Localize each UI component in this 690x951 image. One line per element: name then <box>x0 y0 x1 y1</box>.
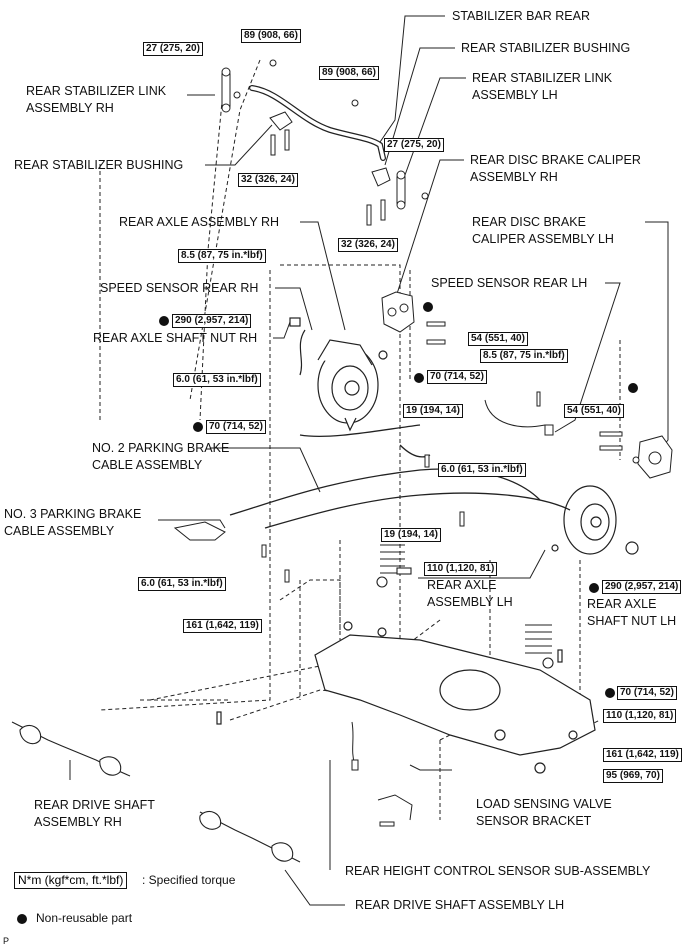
legend-torque-box: N*m (kgf*cm, ft.*lbf) <box>14 872 128 889</box>
corner-mark: P <box>3 936 10 946</box>
label-rear-axle-assembly-lh-line2: ASSEMBLY LH <box>427 595 513 609</box>
torque-callout: 6.0 (61, 53 in.*lbf) <box>438 463 526 477</box>
torque-callout: 54 (551, 40) <box>468 332 528 346</box>
non-reusable-marker <box>605 688 615 698</box>
torque-callout: 54 (551, 40) <box>564 404 624 418</box>
label-rear-stabilizer-bushing-left: REAR STABILIZER BUSHING <box>14 158 184 172</box>
legend-non-reusable-text: Non-reusable part <box>36 911 133 925</box>
label-rear-stabilizer-bushing: REAR STABILIZER BUSHING <box>461 41 631 55</box>
torque-callout: 27 (275, 20) <box>143 42 203 56</box>
label-load-sensing-valve-bracket-line2: SENSOR BRACKET <box>476 814 592 828</box>
label-rear-stabilizer-link-lh-line1: REAR STABILIZER LINK <box>472 71 613 85</box>
label-rear-axle-shaft-nut-lh-line1: REAR AXLE <box>587 597 657 611</box>
label-rear-height-control-sensor: REAR HEIGHT CONTROL SENSOR SUB-ASSEMBLY <box>345 864 651 878</box>
torque-callout: 6.0 (61, 53 in.*lbf) <box>138 577 226 591</box>
non-reusable-marker <box>589 583 599 593</box>
non-reusable-marker <box>193 422 203 432</box>
label-rear-axle-shaft-nut-lh-line2: SHAFT NUT LH <box>587 614 677 628</box>
torque-callout: 19 (194, 14) <box>381 528 441 542</box>
label-rear-axle-assembly-rh: REAR AXLE ASSEMBLY RH <box>119 215 280 229</box>
torque-callout: 89 (908, 66) <box>319 66 379 80</box>
non-reusable-marker <box>159 316 169 326</box>
torque-callout: 161 (1,642, 119) <box>183 619 262 633</box>
label-rear-disc-brake-caliper-lh-line1: REAR DISC BRAKE <box>472 215 586 229</box>
label-stabilizer-bar-rear: STABILIZER BAR REAR <box>452 9 590 23</box>
torque-callout: 110 (1,120, 81) <box>424 562 498 576</box>
label-no3-parking-brake-cable-line1: NO. 3 PARKING BRAKE <box>4 507 142 521</box>
torque-callout: 27 (275, 20) <box>384 138 444 152</box>
torque-callout: 8.5 (87, 75 in.*lbf) <box>178 249 266 263</box>
torque-callout: 70 (714, 52) <box>206 420 266 434</box>
label-no3-parking-brake-cable-line2: CABLE ASSEMBLY <box>4 524 115 538</box>
label-speed-sensor-rear-rh: SPEED SENSOR REAR RH <box>100 281 259 295</box>
torque-callout: 70 (714, 52) <box>617 686 677 700</box>
torque-callout: 161 (1,642, 119) <box>603 748 682 762</box>
torque-callout: 70 (714, 52) <box>427 370 487 384</box>
torque-callout: 19 (194, 14) <box>403 404 463 418</box>
label-rear-drive-shaft-rh-line1: REAR DRIVE SHAFT <box>34 798 155 812</box>
legend-torque-text: : Specified torque <box>142 873 236 887</box>
torque-callout: 32 (326, 24) <box>238 173 298 187</box>
label-rear-axle-assembly-lh-line1: REAR AXLE <box>427 578 497 592</box>
torque-callout: 32 (326, 24) <box>338 238 398 252</box>
torque-callout: 6.0 (61, 53 in.*lbf) <box>173 373 261 387</box>
torque-callout: 8.5 (87, 75 in.*lbf) <box>480 349 568 363</box>
label-rear-disc-brake-caliper-lh-line2: CALIPER ASSEMBLY LH <box>472 232 614 246</box>
torque-callout: 89 (908, 66) <box>241 29 301 43</box>
label-speed-sensor-rear-lh: SPEED SENSOR REAR LH <box>431 276 588 290</box>
label-load-sensing-valve-bracket-line1: LOAD SENSING VALVE <box>476 797 612 811</box>
label-rear-disc-brake-caliper-rh-line2: ASSEMBLY RH <box>470 170 558 184</box>
label-rear-disc-brake-caliper-rh-line1: REAR DISC BRAKE CALIPER <box>470 153 641 167</box>
legend-non-reusable-dot <box>17 914 27 924</box>
label-rear-axle-shaft-nut-rh: REAR AXLE SHAFT NUT RH <box>93 331 258 345</box>
label-rear-stabilizer-link-lh-line2: ASSEMBLY LH <box>472 88 558 102</box>
non-reusable-marker <box>414 373 424 383</box>
label-no2-parking-brake-cable-line2: CABLE ASSEMBLY <box>92 458 203 472</box>
non-reusable-marker <box>423 302 433 312</box>
label-no2-parking-brake-cable-line1: NO. 2 PARKING BRAKE <box>92 441 230 455</box>
torque-callout: 110 (1,120, 81) <box>603 709 677 723</box>
label-rear-drive-shaft-rh-line2: ASSEMBLY RH <box>34 815 122 829</box>
label-rear-stabilizer-link-rh-line2: ASSEMBLY RH <box>26 101 114 115</box>
label-rear-drive-shaft-lh: REAR DRIVE SHAFT ASSEMBLY LH <box>355 898 565 912</box>
non-reusable-marker <box>628 383 638 393</box>
label-rear-stabilizer-link-rh-line1: REAR STABILIZER LINK <box>26 84 167 98</box>
torque-callout: 95 (969, 70) <box>603 769 663 783</box>
torque-callout: 290 (2,957, 214) <box>602 580 682 594</box>
torque-callout: 290 (2,957, 214) <box>172 314 252 328</box>
